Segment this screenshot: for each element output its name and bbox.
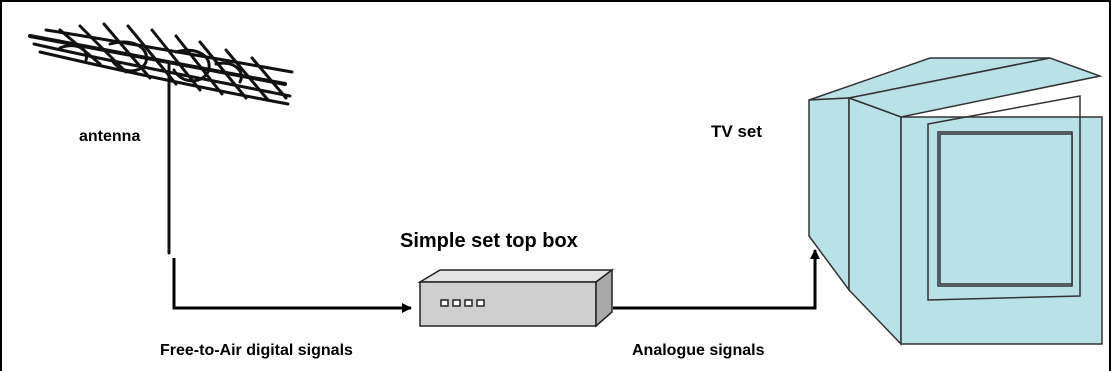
set-top-box-label: Simple set top box: [400, 230, 578, 252]
input-arrow: [172, 258, 412, 313]
output-signal-label: Analogue signals: [632, 342, 765, 359]
antenna-label: antenna: [79, 128, 141, 145]
output-arrow: [613, 249, 820, 310]
antenna-icon: [28, 22, 294, 255]
tv-set-label: TV set: [711, 122, 763, 141]
input-signal-label: Free-to-Air digital signals: [160, 342, 353, 359]
tv-set-icon: [808, 57, 1103, 346]
set-top-box-icon: [417, 268, 615, 328]
